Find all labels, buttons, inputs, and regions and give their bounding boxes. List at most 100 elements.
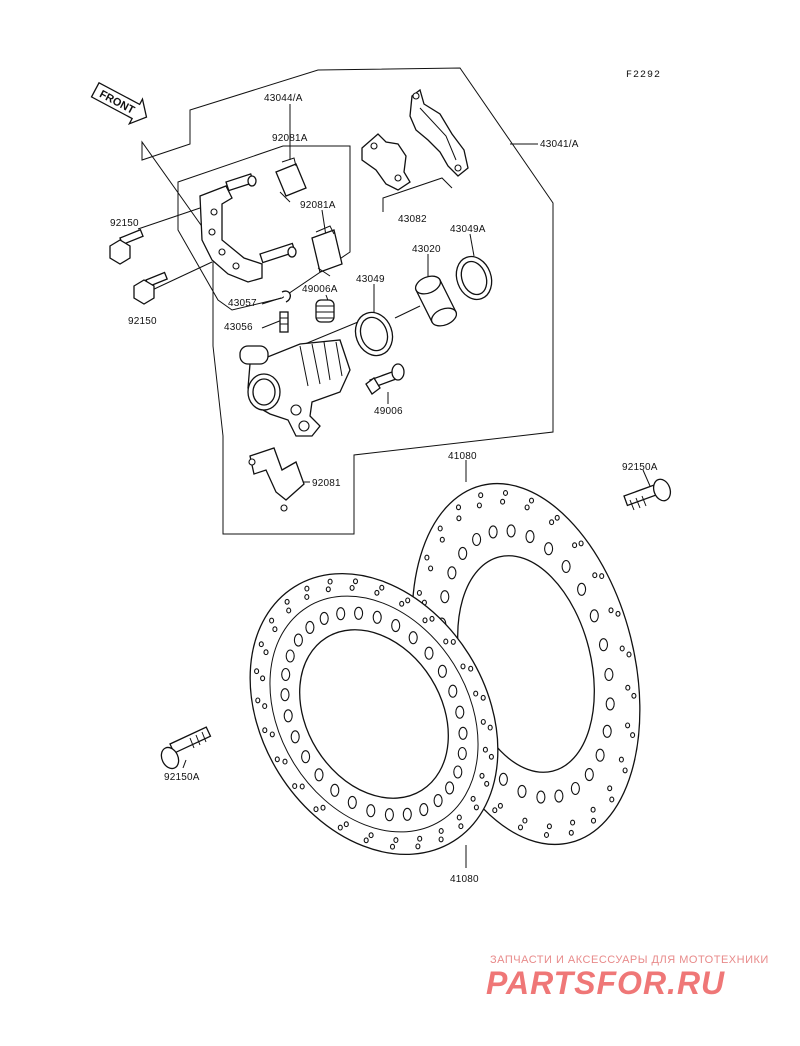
disc-hole	[439, 536, 445, 543]
disc-hole	[258, 641, 264, 648]
disc-hole	[366, 804, 376, 818]
disc-hole	[272, 626, 278, 633]
disc-hole	[325, 586, 331, 593]
disc-hole	[305, 620, 315, 634]
disc-hole	[487, 724, 493, 731]
disc-hole	[422, 617, 428, 624]
bleeder-43056	[279, 311, 289, 333]
pad-spring-lower	[248, 447, 305, 512]
label-92081A-top: 92081A	[272, 133, 308, 144]
watermark: ЗАПЧАСТИ И АКСЕССУАРЫ ДЛЯ МОТОТЕХНИКИ PA…	[486, 954, 768, 1001]
disc-hole	[546, 823, 552, 830]
disc-hole	[384, 808, 394, 822]
disc-hole	[438, 836, 444, 843]
disc-hole	[630, 732, 636, 739]
caliper-body	[239, 339, 351, 437]
disc-hole	[269, 617, 275, 624]
disc-hole	[419, 803, 429, 817]
dust-boot-49006A	[315, 299, 335, 323]
disc-hole	[561, 559, 571, 574]
disc-hole	[488, 753, 494, 760]
disc-hole	[440, 590, 450, 604]
front-arrow-icon: FRONT	[90, 81, 148, 126]
label-43049: 43049	[356, 274, 385, 285]
disc-hole	[460, 663, 466, 670]
bolt-92150A-right	[623, 478, 672, 511]
disc-hole	[554, 789, 564, 803]
disc-hole	[631, 692, 637, 699]
disc-hole	[595, 748, 605, 762]
disc-hole	[605, 697, 615, 711]
disc-hole	[320, 804, 326, 811]
disc-hole	[479, 772, 485, 779]
disc-hole	[458, 823, 464, 830]
disc-hole	[437, 664, 447, 678]
disc-hole	[269, 731, 275, 738]
disc-hole	[528, 497, 535, 504]
disc-hole	[549, 519, 555, 526]
disc-hole	[352, 578, 359, 585]
label-43082: 43082	[398, 214, 427, 225]
disc-hole	[292, 783, 298, 790]
disc-hole	[458, 726, 468, 740]
disc-hole	[498, 772, 508, 786]
disc-hole	[599, 573, 605, 580]
disc-hole	[415, 843, 421, 850]
disc-hole	[604, 667, 614, 682]
disc-hole	[525, 530, 535, 544]
disc-hole	[399, 600, 405, 607]
disc-hole	[497, 802, 503, 809]
disc-hole	[283, 709, 293, 723]
disc-hole	[455, 705, 465, 719]
disc-hole	[417, 835, 423, 842]
disc-hole	[372, 610, 382, 624]
disc-hole	[393, 837, 399, 844]
clip-43057	[281, 290, 291, 303]
disc-hole	[572, 542, 578, 549]
disc-hole	[349, 584, 355, 591]
disc-hole	[625, 722, 631, 729]
bracket-assembly-outline	[177, 145, 351, 311]
label-43049A: 43049A	[450, 224, 486, 235]
disc-hole	[607, 785, 613, 792]
pad-spring-middle	[311, 225, 343, 277]
disc-hole	[482, 746, 488, 753]
watermark-brand: PARTSFOR.RU	[486, 965, 725, 1001]
disc-hole	[625, 684, 631, 691]
bolt-92150-lower	[133, 271, 169, 305]
disc-hole	[608, 607, 614, 614]
label-92081: 92081	[312, 478, 341, 489]
disc-hole	[280, 688, 290, 702]
label-92150A-left: 92150A	[164, 772, 200, 783]
disc-hole	[455, 504, 462, 511]
disc-hole	[619, 645, 625, 652]
disc-hole	[622, 767, 628, 774]
disc-hole	[448, 684, 458, 698]
disc-hole	[458, 546, 468, 560]
disc-hole	[284, 598, 290, 605]
disc-hole	[615, 610, 621, 617]
label-92150A-right: 92150A	[622, 462, 658, 473]
disc-hole	[389, 843, 396, 850]
disc-hole	[522, 817, 528, 824]
disc-hole	[301, 750, 311, 764]
label-43020: 43020	[412, 244, 441, 255]
disc-hole	[536, 790, 546, 804]
disc-hole	[457, 746, 467, 761]
disc-hole	[274, 756, 280, 763]
disc-hole	[285, 649, 295, 663]
disc-hole	[592, 572, 598, 579]
bolt-92150-upper	[109, 228, 144, 265]
disc-hole	[262, 727, 268, 734]
label-43056: 43056	[224, 322, 253, 333]
disc-hole	[433, 794, 443, 808]
disc-hole	[363, 837, 369, 844]
disc-hole	[578, 540, 584, 547]
disc-hole	[260, 675, 266, 682]
disc-hole	[602, 724, 612, 738]
disc-hole	[290, 730, 300, 744]
disc-hole	[468, 665, 474, 672]
disc-hole	[478, 492, 484, 499]
disc-hole	[405, 597, 411, 604]
disc-hole	[506, 524, 516, 538]
